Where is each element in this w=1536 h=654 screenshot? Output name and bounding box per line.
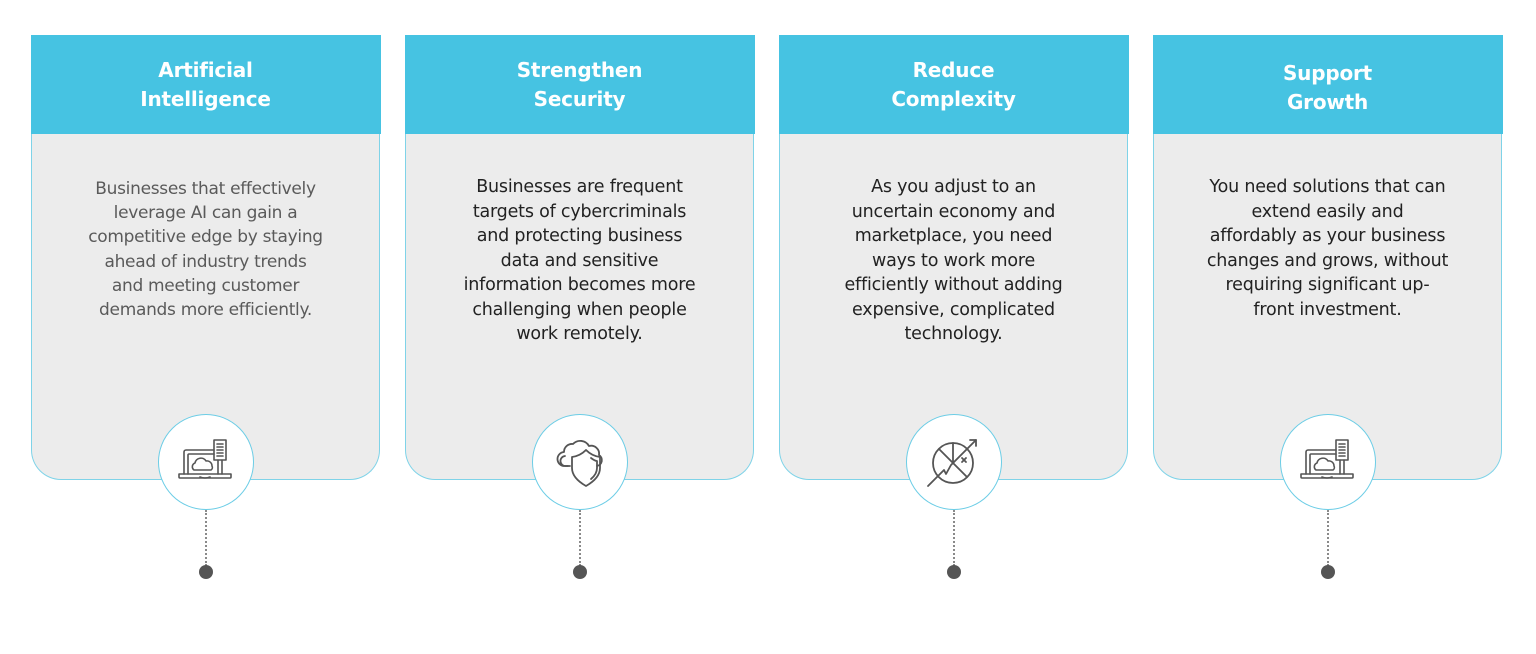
description-line: targets of cybercriminals — [472, 201, 687, 222]
description-line: changes and grows, without — [1206, 250, 1449, 271]
description-line: data and sensitive — [500, 250, 659, 271]
timeline-dot — [947, 565, 961, 579]
description-line: extend easily and — [1251, 201, 1404, 222]
description-line: front investment. — [1253, 299, 1402, 320]
icon-badge-artificial-intelligence — [158, 414, 254, 510]
card-title: Reduce Complexity — [891, 56, 1016, 114]
description-line: demands more efficiently. — [99, 300, 312, 321]
laptop-cloud-server-icon — [1300, 439, 1354, 479]
dotted-connector — [953, 510, 955, 566]
description-line: ways to work more — [871, 250, 1036, 271]
description-line: competitive edge by staying — [88, 227, 323, 248]
description-line: and protecting business — [476, 226, 683, 246]
title-line: Support — [1282, 60, 1373, 85]
card-description: You need solutions that can extend easil… — [1154, 175, 1501, 322]
description-line: leverage AI can gain a — [113, 203, 298, 224]
timeline-dot — [573, 565, 587, 579]
description-line: You need solutions that can — [1209, 177, 1446, 197]
card-reduce-complexity: Reduce Complexity As you adjust to an un… — [778, 35, 1129, 480]
title-line: Strengthen — [516, 57, 643, 82]
card-title: Artificial Intelligence — [140, 56, 271, 114]
description-line: information becomes more — [463, 275, 696, 295]
description-line: marketplace, you need — [854, 226, 1053, 246]
description-line: ahead of industry trends — [104, 251, 307, 272]
card-artificial-intelligence: Artificial Intelligence Businesses that … — [30, 35, 381, 480]
laptop-cloud-server-icon — [178, 439, 232, 479]
card-description: Businesses that effectively leverage AI … — [32, 177, 379, 322]
description-line: efficiently without adding — [844, 275, 1063, 295]
card-support-growth: Support Growth You need solutions that c… — [1152, 35, 1503, 480]
card-title: Strengthen Security — [517, 56, 643, 114]
dotted-connector — [1327, 510, 1329, 566]
icon-badge-strengthen-security — [532, 414, 628, 510]
dotted-connector — [205, 510, 207, 566]
cloud-shield-icon — [556, 440, 603, 487]
title-line: Complexity — [891, 86, 1016, 111]
description-line: uncertain economy and — [851, 201, 1056, 222]
description-line: affordably as your business — [1209, 226, 1446, 246]
card-strengthen-security: Strengthen Security Businesses are frequ… — [404, 35, 755, 480]
card-description: As you adjust to an uncertain economy an… — [780, 175, 1127, 347]
title-line: Artificial — [158, 57, 253, 82]
title-line: Intelligence — [140, 86, 271, 111]
card-title: Support Growth — [1283, 59, 1372, 117]
pie-chart-growth-icon — [927, 439, 977, 487]
description-line: work remotely. — [516, 324, 643, 344]
description-line: challenging when people — [472, 299, 687, 320]
description-line: expensive, complicated — [852, 299, 1055, 320]
title-line: Reduce — [912, 57, 995, 82]
description-line: and meeting customer — [111, 275, 300, 296]
title-line: Growth — [1286, 89, 1369, 114]
card-description: Businesses are frequent targets of cyber… — [406, 175, 753, 347]
icon-badge-support-growth — [1280, 414, 1376, 510]
card-header: Reduce Complexity — [778, 35, 1129, 134]
timeline-dot — [1321, 565, 1335, 579]
description-line: requiring significant up- — [1225, 275, 1430, 295]
timeline-dot — [199, 565, 213, 579]
dotted-connector — [579, 510, 581, 566]
card-header: Support Growth — [1152, 35, 1503, 134]
description-line: technology. — [904, 324, 1003, 344]
description-line: As you adjust to an — [871, 177, 1036, 197]
description-line: Businesses that effectively — [95, 179, 316, 199]
icon-badge-reduce-complexity — [906, 414, 1002, 510]
card-header: Strengthen Security — [404, 35, 755, 134]
title-line: Security — [533, 86, 626, 111]
card-header: Artificial Intelligence — [30, 35, 381, 134]
description-line: Businesses are frequent — [476, 177, 683, 197]
